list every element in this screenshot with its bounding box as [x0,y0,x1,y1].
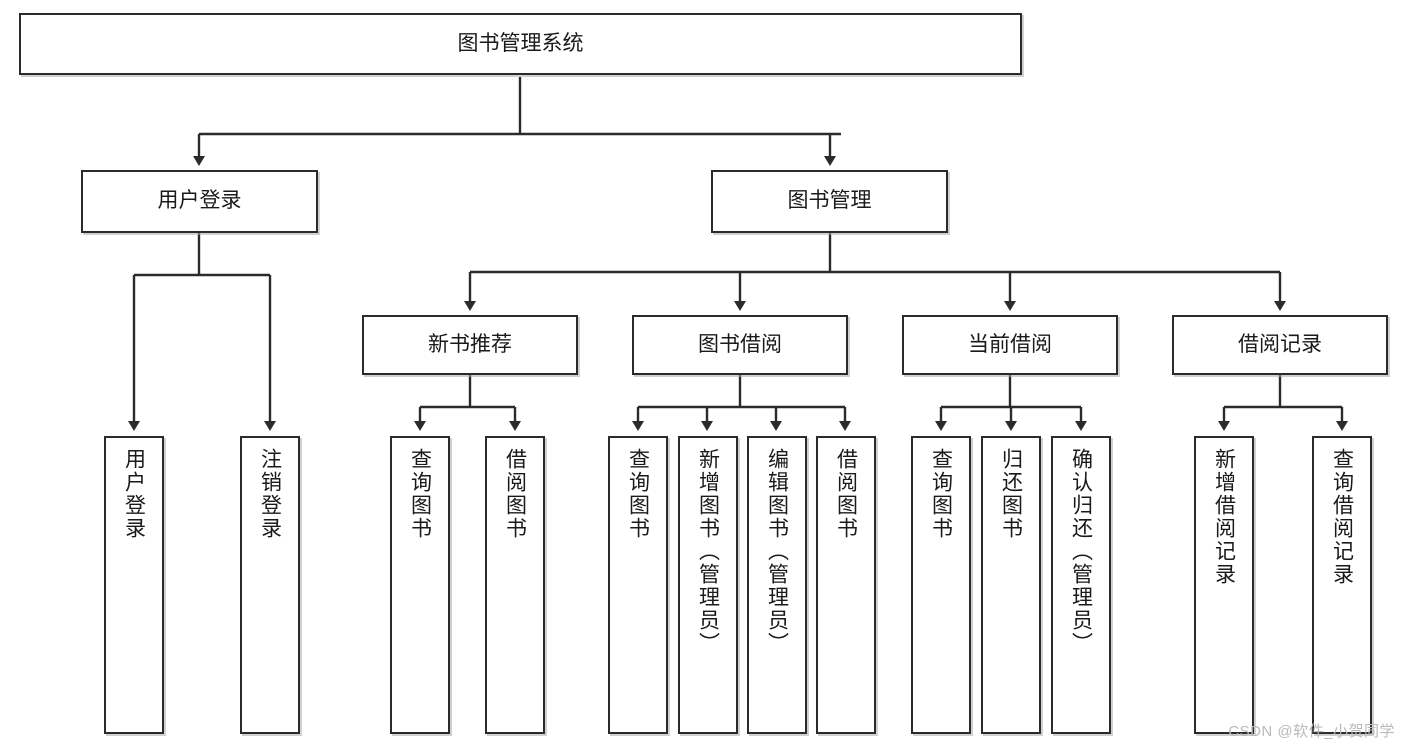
node-leaf-query-book-1-label: 查询图书 [408,448,432,540]
node-leaf-confirm-return[interactable]: 确认归还（管理员） [1051,436,1111,734]
node-borrow-record[interactable]: 借阅记录 [1172,315,1388,375]
node-book-manage-label: 图书管理 [787,189,872,213]
node-current-borrow[interactable]: 当前借阅 [902,315,1118,375]
node-leaf-query-book-1[interactable]: 查询图书 [390,436,450,734]
node-leaf-add-book-label: 新增图书（管理员） [696,448,720,655]
node-book-manage[interactable]: 图书管理 [711,170,948,233]
node-leaf-return-book[interactable]: 归还图书 [981,436,1041,734]
node-leaf-borrow-book-2[interactable]: 借阅图书 [816,436,876,734]
node-leaf-query-record[interactable]: 查询借阅记录 [1312,436,1372,734]
node-leaf-query-record-label: 查询借阅记录 [1330,448,1354,586]
watermark: CSDN @软件_小贺同学 [1228,723,1395,740]
node-current-borrow-label: 当前借阅 [968,332,1052,356]
node-new-book-recommend[interactable]: 新书推荐 [362,315,578,375]
node-root-label: 图书管理系统 [457,31,584,55]
node-leaf-edit-book[interactable]: 编辑图书（管理员） [747,436,807,734]
node-leaf-add-record-label: 新增借阅记录 [1212,448,1236,586]
node-leaf-borrow-book-2-label: 借阅图书 [834,448,858,540]
node-leaf-return-book-label: 归还图书 [999,448,1023,540]
node-leaf-add-record[interactable]: 新增借阅记录 [1194,436,1254,734]
node-user-login[interactable]: 用户登录 [81,170,318,233]
node-leaf-query-book-3[interactable]: 查询图书 [911,436,971,734]
node-root[interactable]: 图书管理系统 [19,13,1022,75]
node-book-borrow-label: 图书借阅 [698,332,782,356]
node-leaf-user-login-label: 用户登录 [122,448,146,540]
node-new-book-recommend-label: 新书推荐 [428,332,512,356]
node-leaf-add-book[interactable]: 新增图书（管理员） [678,436,738,734]
node-borrow-record-label: 借阅记录 [1238,332,1322,356]
node-user-login-label: 用户登录 [157,189,242,213]
node-leaf-confirm-return-label: 确认归还（管理员） [1069,448,1093,655]
node-leaf-query-book-2-label: 查询图书 [626,448,650,540]
node-leaf-logout-login-label: 注销登录 [258,448,282,540]
node-leaf-query-book-3-label: 查询图书 [929,448,953,540]
node-leaf-edit-book-label: 编辑图书（管理员） [765,448,789,655]
node-leaf-user-login[interactable]: 用户登录 [104,436,164,734]
node-leaf-query-book-2[interactable]: 查询图书 [608,436,668,734]
node-leaf-borrow-book-1[interactable]: 借阅图书 [485,436,545,734]
node-leaf-borrow-book-1-label: 借阅图书 [503,448,527,540]
node-leaf-logout-login[interactable]: 注销登录 [240,436,300,734]
node-book-borrow[interactable]: 图书借阅 [632,315,848,375]
